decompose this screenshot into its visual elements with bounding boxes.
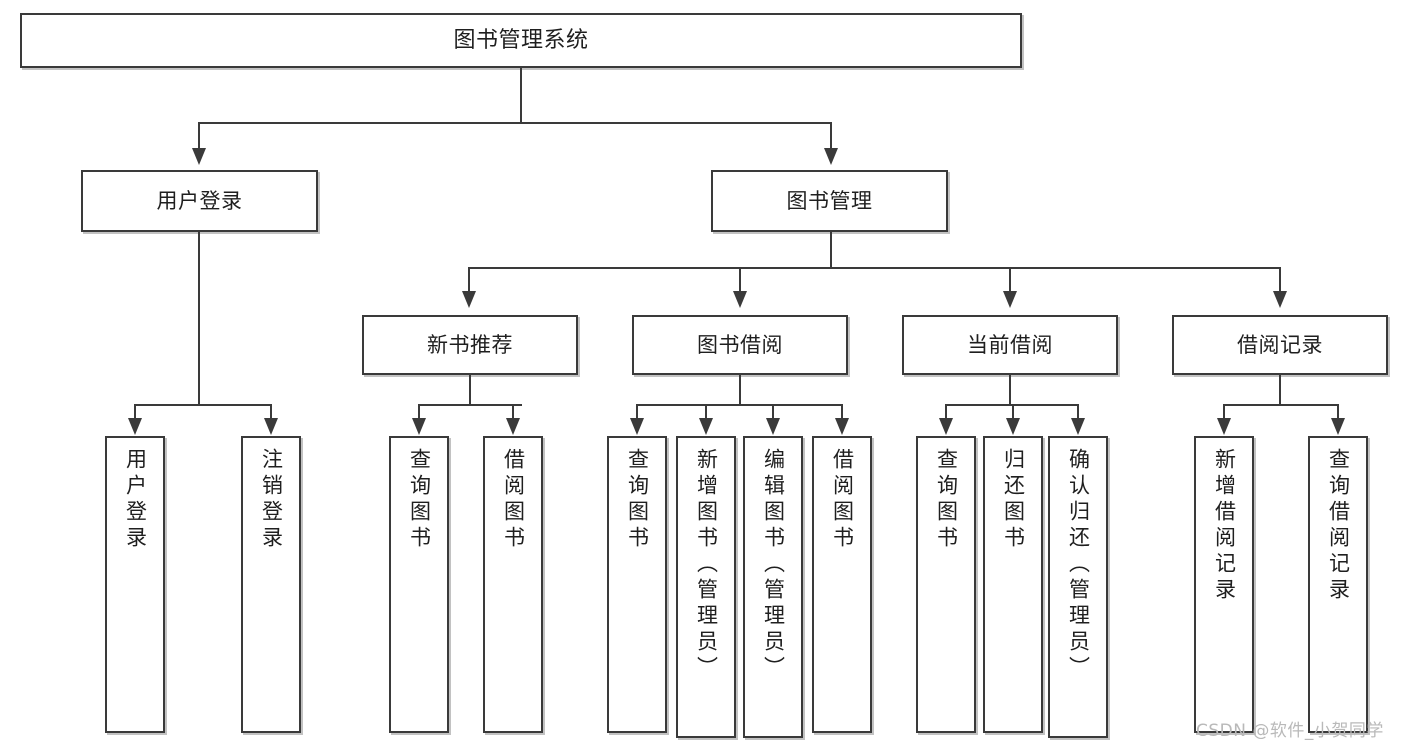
leaf-query-book-newbook[interactable]: 查询图书 (389, 436, 449, 733)
node-label: 借阅图书 (501, 448, 526, 552)
connector-root-stem (520, 68, 522, 123)
connector-current-borrow-bar (945, 404, 1078, 406)
connector-new-book-bar (418, 404, 522, 406)
connector-new-book-stem (469, 375, 471, 405)
node-label: 注销登录 (259, 448, 284, 552)
leaf-add-book-admin[interactable]: 新增图书（管理员） (676, 436, 736, 738)
arrowhead-current-borrow-2 (1006, 418, 1020, 435)
node-book-management[interactable]: 图书管理 (711, 170, 948, 232)
connector-user-login-drop-1 (134, 404, 136, 420)
connector-borrow-record-stem (1279, 375, 1281, 405)
arrowhead-to-book-management (824, 148, 838, 165)
connector-to-book-management (830, 122, 832, 150)
connector-borrow-record-bar (1223, 404, 1338, 406)
arrowhead-book-borrow-1 (630, 418, 644, 435)
connector-book-borrow-stem (739, 375, 741, 405)
arrowhead-borrow-record-1 (1217, 418, 1231, 435)
node-label: 归还图书 (1001, 448, 1026, 552)
node-label: 查询图书 (934, 448, 959, 552)
node-label: 确认归还（管理员） (1066, 448, 1091, 682)
node-label: 图书管理 (786, 188, 873, 213)
leaf-edit-book-admin[interactable]: 编辑图书（管理员） (743, 436, 803, 738)
connector-level2-bar (198, 122, 832, 124)
connector-book-management-stem (830, 232, 832, 268)
leaf-logout[interactable]: 注销登录 (241, 436, 301, 733)
arrowhead-to-book-borrow (733, 291, 747, 308)
connector-to-book-borrow (739, 267, 741, 293)
node-label: 图书借阅 (697, 332, 783, 357)
watermark-text: CSDN @软件_小贺同学 (1196, 721, 1384, 741)
connector-to-borrow-record (1279, 267, 1281, 293)
node-root-book-management-system[interactable]: 图书管理系统 (20, 13, 1022, 68)
leaf-borrow-book[interactable]: 借阅图书 (812, 436, 872, 733)
node-label: 新书推荐 (427, 332, 513, 357)
node-label: 图书管理系统 (453, 27, 589, 53)
arrowhead-book-borrow-2 (699, 418, 713, 435)
arrowhead-current-borrow-1 (939, 418, 953, 435)
arrowhead-current-borrow-3 (1071, 418, 1085, 435)
connector-borrow-record-drop-2 (1337, 404, 1339, 420)
connector-current-borrow-drop-2 (1012, 404, 1014, 420)
node-new-book-recommend[interactable]: 新书推荐 (362, 315, 578, 375)
connector-user-login-bar (134, 404, 270, 406)
arrowhead-book-borrow-4 (835, 418, 849, 435)
node-label: 新增借阅记录 (1212, 448, 1237, 604)
connector-current-borrow-drop-3 (1077, 404, 1079, 420)
connector-current-borrow-stem (1009, 375, 1011, 405)
connector-new-book-drop-2 (512, 404, 514, 420)
node-label: 新增图书（管理员） (694, 448, 719, 682)
arrowhead-to-borrow-record (1273, 291, 1287, 308)
connector-book-borrow-bar (636, 404, 842, 406)
connector-book-borrow-drop-2 (705, 404, 707, 420)
node-current-borrow[interactable]: 当前借阅 (902, 315, 1118, 375)
leaf-user-login[interactable]: 用户登录 (105, 436, 165, 733)
arrowhead-to-current-borrow (1003, 291, 1017, 308)
arrowhead-borrow-record-2 (1331, 418, 1345, 435)
connector-user-login-drop-2 (270, 404, 272, 420)
connector-to-new-book (468, 267, 470, 293)
arrowhead-book-borrow-3 (766, 418, 780, 435)
node-label: 当前借阅 (967, 332, 1053, 357)
node-label: 查询图书 (625, 448, 650, 552)
node-label: 查询图书 (407, 448, 432, 552)
connector-to-current-borrow (1009, 267, 1011, 293)
leaf-query-borrow-record[interactable]: 查询借阅记录 (1308, 436, 1368, 733)
leaf-query-book-current[interactable]: 查询图书 (916, 436, 976, 733)
arrowhead-to-new-book (462, 291, 476, 308)
arrowhead-user-login-2 (264, 418, 278, 435)
connector-borrow-record-drop-1 (1223, 404, 1225, 420)
node-label: 用户登录 (156, 188, 243, 213)
node-label: 借阅图书 (830, 448, 855, 552)
connector-current-borrow-drop-1 (945, 404, 947, 420)
node-label: 编辑图书（管理员） (761, 448, 786, 682)
connector-book-borrow-drop-1 (636, 404, 638, 420)
arrowhead-to-user-login (192, 148, 206, 165)
arrowhead-new-book-2 (506, 418, 520, 435)
connector-new-book-drop-1 (418, 404, 420, 420)
connector-user-login-stem (198, 232, 200, 405)
connector-level3-bar (468, 267, 1280, 269)
leaf-return-book[interactable]: 归还图书 (983, 436, 1043, 733)
arrowhead-user-login-1 (128, 418, 142, 435)
connector-to-user-login (198, 122, 200, 150)
node-book-borrow[interactable]: 图书借阅 (632, 315, 848, 375)
node-label: 查询借阅记录 (1326, 448, 1351, 604)
node-user-login[interactable]: 用户登录 (81, 170, 318, 232)
leaf-add-borrow-record[interactable]: 新增借阅记录 (1194, 436, 1254, 733)
node-label: 借阅记录 (1237, 332, 1323, 357)
connector-book-borrow-drop-3 (772, 404, 774, 420)
connector-book-borrow-drop-4 (841, 404, 843, 420)
leaf-borrow-book-newbook[interactable]: 借阅图书 (483, 436, 543, 733)
leaf-confirm-return-admin[interactable]: 确认归还（管理员） (1048, 436, 1108, 738)
node-borrow-record[interactable]: 借阅记录 (1172, 315, 1388, 375)
node-label: 用户登录 (123, 448, 148, 552)
arrowhead-new-book-1 (412, 418, 426, 435)
leaf-query-book-borrow[interactable]: 查询图书 (607, 436, 667, 733)
